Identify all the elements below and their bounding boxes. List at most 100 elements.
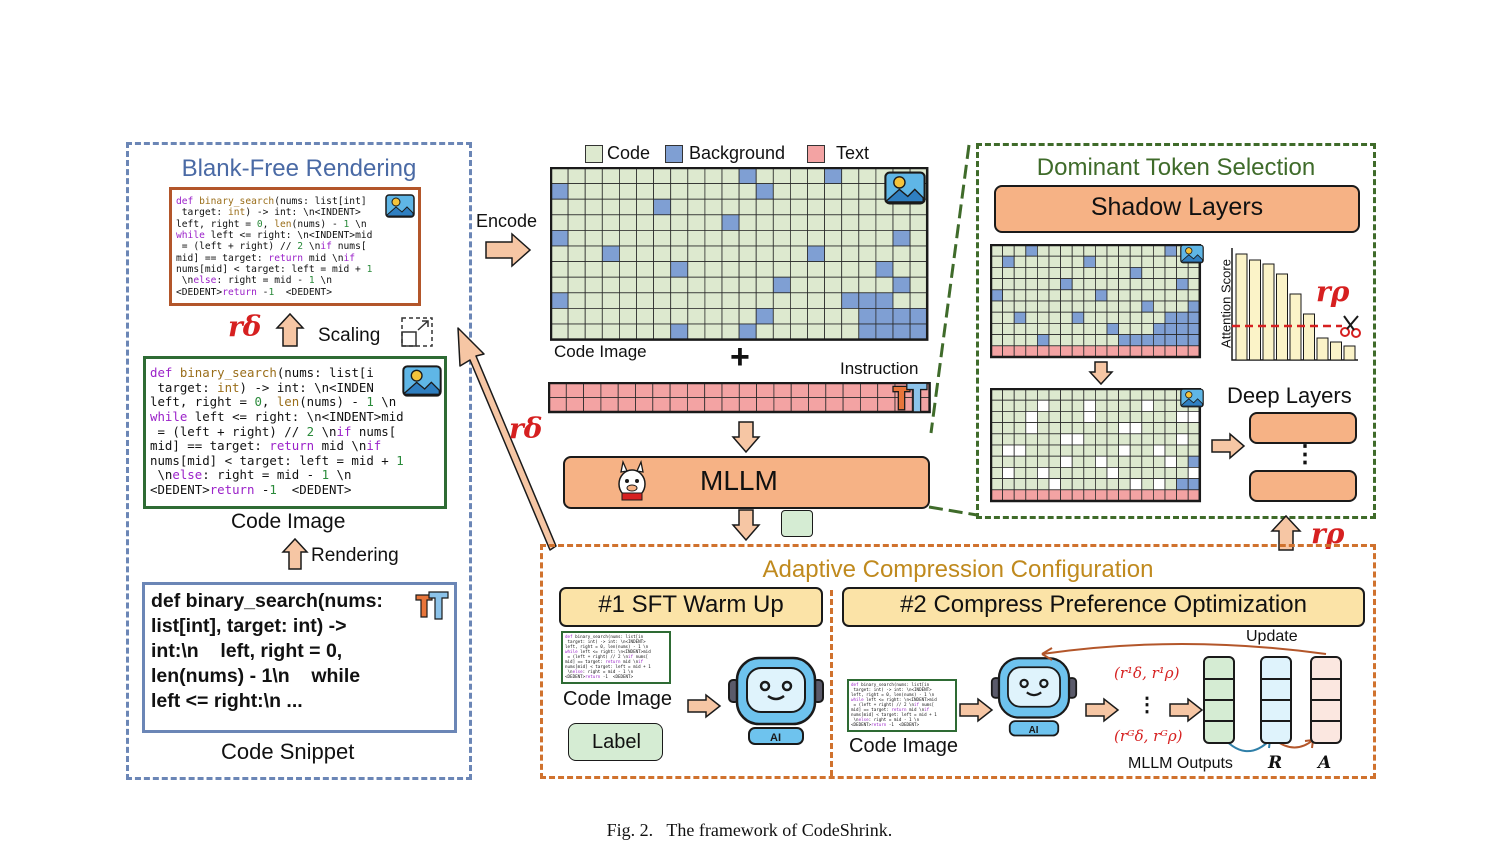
token-cell: [584, 245, 603, 263]
token-cell: [583, 397, 602, 413]
token-cell: [1176, 323, 1189, 336]
token-cell: [1164, 255, 1178, 268]
token-cell: [550, 307, 569, 325]
token-cell: [619, 292, 637, 309]
token-cell: [859, 382, 879, 398]
token-cell: [807, 292, 826, 309]
token-cell: [1095, 244, 1108, 257]
token-cell: [1048, 278, 1062, 291]
token-cell: [1071, 489, 1085, 502]
token-cell: [1048, 289, 1062, 302]
token-cell: [738, 230, 757, 247]
token-cell: [1025, 388, 1038, 401]
token-cell: [841, 261, 860, 278]
token-cell: [1037, 278, 1050, 291]
token-cell: [601, 261, 620, 278]
code-image-label-left: Code Image: [231, 510, 346, 533]
token-cell: [567, 230, 586, 247]
sft-warm-up-box: [559, 587, 823, 627]
token-cell: [687, 214, 706, 231]
token-cell: [789, 230, 808, 247]
token-cell: [1025, 478, 1038, 491]
token-cell: [858, 245, 877, 263]
token-cell: [990, 433, 1004, 446]
token-cell: [550, 323, 569, 341]
token-cell: [1129, 289, 1143, 302]
token-cell: [824, 307, 843, 325]
token-cell: [721, 397, 740, 413]
token-cell: [1013, 323, 1027, 336]
token-cell: [990, 278, 1004, 291]
token-cell: [567, 245, 586, 263]
token-cell: [1095, 289, 1108, 302]
token-cell: [1071, 388, 1085, 401]
token-cell: [584, 276, 603, 294]
token-cell: [875, 323, 894, 341]
token-cell: [824, 323, 843, 341]
token-cell: [1060, 244, 1073, 257]
token-cell: [1141, 300, 1154, 313]
token-cell: [653, 276, 672, 294]
code-image-token-grid: [550, 167, 929, 341]
token-cell: [841, 183, 860, 200]
token-cell: [858, 323, 877, 341]
token-cell: [1083, 455, 1096, 468]
token-cell: [721, 198, 740, 216]
token-cell: [686, 397, 706, 413]
deep-layers-ellipsis: ⋮: [1293, 441, 1317, 468]
token-cell: [1187, 478, 1201, 491]
cpo-title: #2 Compress Preference Optimization: [900, 591, 1307, 618]
token-cell: [1071, 478, 1085, 491]
token-cell: [600, 397, 619, 413]
token-cell: [1013, 455, 1027, 468]
token-cell: [755, 276, 774, 294]
token-cell: [619, 167, 637, 185]
token-cell: [1083, 478, 1096, 491]
token-cell: [1106, 388, 1120, 401]
token-cell: [1106, 478, 1120, 491]
token-cell: [1037, 422, 1050, 435]
token-cell: [842, 382, 861, 398]
diagonal-arrow-r-delta: [457, 327, 557, 551]
token-cell: [990, 388, 1004, 401]
token-cell: [892, 323, 911, 341]
token-cell: [824, 214, 843, 231]
token-cell: [653, 183, 672, 200]
token-cell: [584, 292, 603, 309]
token-cell: [548, 382, 567, 398]
token-cell: [670, 183, 689, 200]
token-cell: [584, 214, 603, 231]
reward-stack: [1260, 656, 1292, 744]
token-cell: [1141, 444, 1154, 457]
token-cell: [892, 276, 911, 294]
token-cell: [990, 255, 1004, 268]
token-cell: [550, 198, 569, 216]
token-cell: [824, 245, 843, 263]
token-cell: [1025, 278, 1038, 291]
token-cell: [687, 323, 706, 341]
token-cell: [584, 230, 603, 247]
token-cell: [1048, 334, 1062, 347]
token-cell: [721, 307, 740, 325]
token-cell: [875, 307, 894, 325]
token-cell: [1118, 334, 1131, 347]
token-cell: [1152, 266, 1166, 279]
advantage-stack: [1310, 656, 1342, 744]
token-cell: [1187, 266, 1201, 279]
token-cell: [1129, 311, 1143, 324]
token-cell: [755, 292, 774, 309]
token-cell: [669, 397, 688, 413]
token-cell: [1106, 455, 1120, 468]
token-cell: [1025, 300, 1038, 313]
token-cell: [738, 198, 757, 216]
token-cell: [721, 183, 740, 200]
token-cell: [755, 307, 774, 325]
token-cell: [1048, 444, 1062, 457]
legend: Code Background Text: [585, 143, 885, 165]
blank-free-rendering-title: Blank-Free Rendering: [181, 155, 417, 182]
token-cell: [1071, 255, 1085, 268]
token-cell: [636, 323, 655, 341]
token-cell: [1152, 345, 1166, 358]
panel-divider: [830, 590, 833, 776]
token-cell: [1176, 345, 1189, 358]
